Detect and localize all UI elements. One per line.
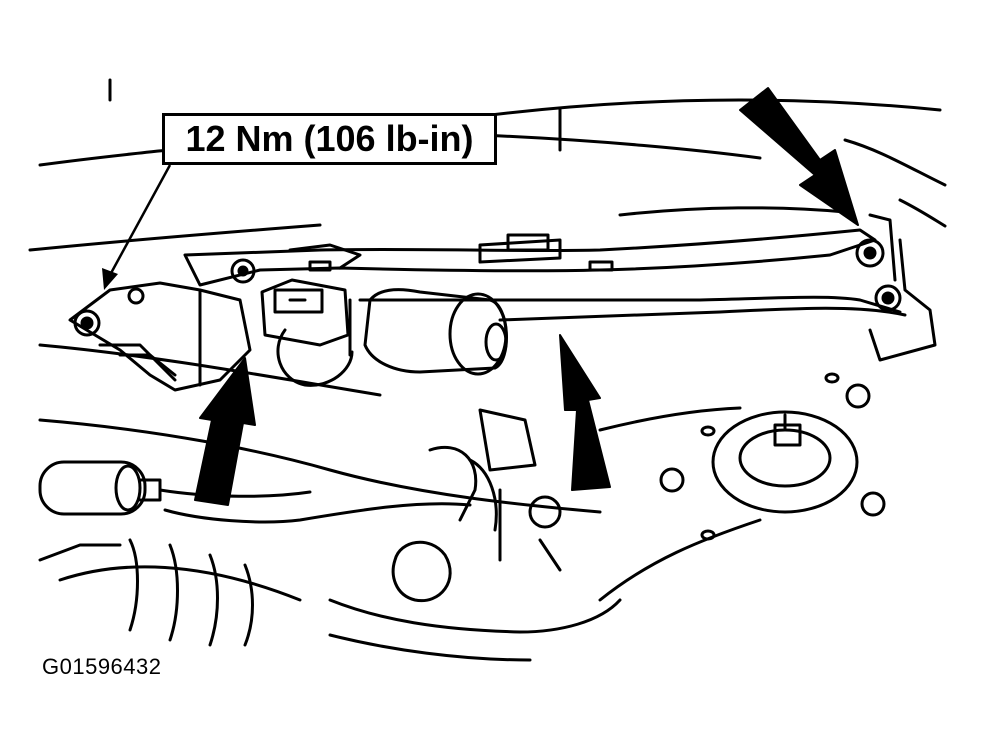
strut-tower [598, 372, 886, 602]
wiper-motor [276, 288, 508, 387]
left-bracket [68, 281, 252, 392]
callout-leader-line [108, 164, 172, 276]
electrical-connector-icon [260, 278, 350, 347]
figure-id: G01596432 [42, 654, 162, 679]
bolt-icon [73, 238, 902, 337]
arrow-icon [739, 87, 859, 226]
callout-leader-arrowhead [102, 268, 118, 290]
arrow-icon [559, 334, 611, 491]
hose-and-harness [158, 408, 622, 662]
torque-callout: 12 Nm (106 lb-in) [162, 113, 497, 165]
arrow-icon [194, 357, 256, 506]
steering-boot [38, 460, 302, 647]
wiper-linkage [183, 213, 937, 362]
